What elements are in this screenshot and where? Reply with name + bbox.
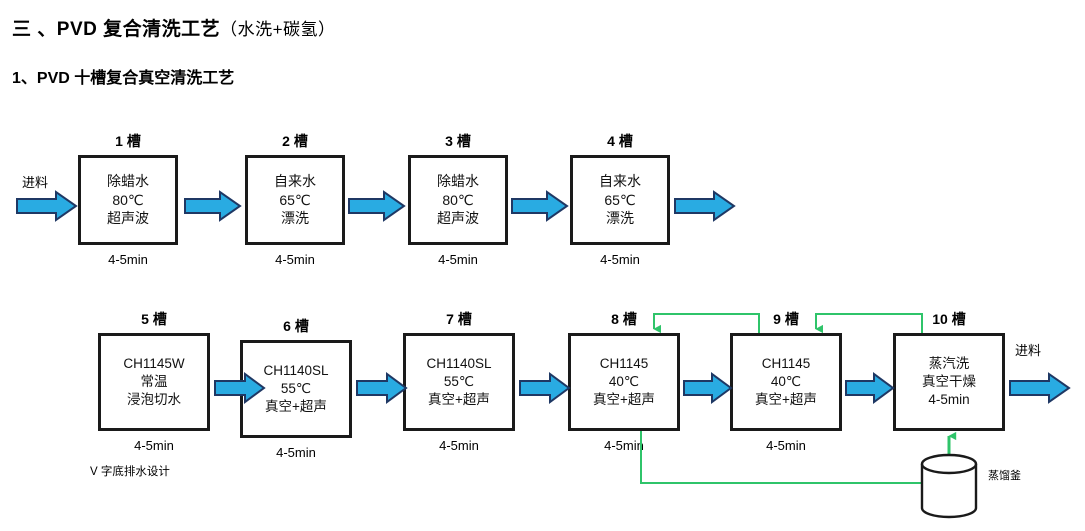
tank-1-duration: 4-5min	[108, 252, 148, 267]
tank-9-line-3: 真空+超声	[755, 392, 817, 408]
section-title: 1、PVD 十槽复合真空清洗工艺	[12, 70, 235, 87]
tank-3-line-3: 超声波	[437, 210, 479, 227]
tank-1-line-3: 超声波	[107, 210, 149, 227]
tank-2-box: 自来水 65℃ 漂洗	[245, 155, 345, 245]
arrow-tank-6-to-tank-7	[356, 372, 408, 404]
tank-1-caption: 1 槽	[115, 133, 141, 149]
tank-6-line-3: 真空+超声	[265, 399, 327, 415]
tank-2-line-3: 漂洗	[281, 210, 309, 227]
page-title-suffix: （水洗+碳氢）	[220, 20, 336, 39]
tank-10-line-3: 4-5min	[928, 392, 970, 408]
tank-1: 1 槽 除蜡水 80℃ 超声波 4-5min	[78, 133, 178, 267]
tank-3-box: 除蜡水 80℃ 超声波	[408, 155, 508, 245]
tank-4-line-1: 自来水	[599, 172, 641, 189]
tank-2-line-2: 65℃	[279, 191, 311, 208]
arrow-tank-1-to-tank-2	[184, 190, 242, 222]
tank-3-line-2: 80℃	[442, 191, 474, 208]
tank-3-caption: 3 槽	[445, 133, 471, 149]
tank-5-line-2: 常温	[140, 373, 168, 389]
tank-5: 5 槽 CH1145W 常温 浸泡切水 4-5min	[98, 311, 210, 453]
tank-1-line-1: 除蜡水	[107, 172, 149, 189]
tank-5-box: CH1145W 常温 浸泡切水	[98, 333, 210, 431]
tank-5-line-3: 浸泡切水	[127, 392, 181, 408]
inlet-label: 进料	[22, 175, 49, 190]
tank-3-duration: 4-5min	[438, 252, 478, 267]
arrow-tank-7-to-tank-8	[519, 372, 571, 404]
tank-2-line-1: 自来水	[274, 172, 316, 189]
tank-4-line-2: 65℃	[604, 191, 636, 208]
distillation-vessel-label: 蒸馏釜	[988, 470, 1021, 482]
tank-10: 10 槽 蒸汽洗 真空干燥 4-5min	[893, 311, 1005, 431]
tank-6-duration: 4-5min	[276, 445, 316, 460]
tank-7-line-2: 55℃	[443, 373, 475, 389]
arrow-tank-10-outlet	[1009, 372, 1071, 404]
tank-9-line-1: CH1145	[761, 355, 811, 371]
tank-8-line-2: 40℃	[608, 373, 640, 389]
tank-6-line-2: 55℃	[280, 380, 312, 396]
tank-7-duration: 4-5min	[439, 438, 479, 453]
tank-1-box: 除蜡水 80℃ 超声波	[78, 155, 178, 245]
tank-2-duration: 4-5min	[275, 252, 315, 267]
tank-10-caption: 10 槽	[932, 311, 966, 327]
tank-8-box: CH1145 40℃ 真空+超声	[568, 333, 680, 431]
tank-4: 4 槽 自来水 65℃ 漂洗 4-5min	[570, 133, 670, 267]
tank-4-duration: 4-5min	[600, 252, 640, 267]
arrow-inlet-to-tank-1	[16, 190, 78, 222]
arrow-tank-9-to-tank-10	[845, 372, 895, 404]
tank-5-caption: 5 槽	[141, 311, 167, 327]
tank-8-caption: 8 槽	[611, 311, 637, 327]
tank-10-box: 蒸汽洗 真空干燥 4-5min	[893, 333, 1005, 431]
tank-3: 3 槽 除蜡水 80℃ 超声波 4-5min	[408, 133, 508, 267]
tank-7-line-3: 真空+超声	[428, 392, 490, 408]
tank-1-line-2: 80℃	[112, 191, 144, 208]
tank-7-caption: 7 槽	[446, 311, 472, 327]
arrow-tank-4-outlet	[674, 190, 736, 222]
tank-9-line-2: 40℃	[770, 373, 802, 389]
tank-4-caption: 4 槽	[607, 133, 633, 149]
tank-2: 2 槽 自来水 65℃ 漂洗 4-5min	[245, 133, 345, 267]
tank-8: 8 槽 CH1145 40℃ 真空+超声 4-5min	[568, 311, 680, 453]
tank-10-line-2: 真空干燥	[922, 373, 976, 389]
tank-6-line-1: CH1140SL	[263, 362, 329, 378]
tank-8-line-1: CH1145	[599, 355, 649, 371]
tank-7-box: CH1140SL 55℃ 真空+超声	[403, 333, 515, 431]
distillation-vessel	[916, 450, 982, 527]
tank-9: 9 槽 CH1145 40℃ 真空+超声 4-5min	[730, 311, 842, 453]
page-title: 三 、PVD 复合清洗工艺（水洗+碳氢）	[12, 14, 336, 41]
arrow-tank-8-to-tank-9	[683, 372, 733, 404]
arrow-tank-2-to-tank-3	[348, 190, 406, 222]
tank-4-line-3: 漂洗	[606, 210, 634, 227]
outlet-label: 进料	[1015, 343, 1042, 358]
tank-7-line-1: CH1140SL	[426, 355, 492, 371]
arrow-tank-3-to-tank-4	[511, 190, 569, 222]
tank-9-caption: 9 槽	[773, 311, 799, 327]
tank-9-duration: 4-5min	[766, 438, 806, 453]
tank-9-box: CH1145 40℃ 真空+超声	[730, 333, 842, 431]
tank-3-line-1: 除蜡水	[437, 172, 479, 189]
tank-6-caption: 6 槽	[283, 318, 309, 334]
tank-8-duration: 4-5min	[604, 438, 644, 453]
tank-8-line-3: 真空+超声	[593, 392, 655, 408]
tank-5-duration: 4-5min	[134, 438, 174, 453]
tank-2-caption: 2 槽	[282, 133, 308, 149]
v-bottom-drain-note: V 字底排水设计	[90, 466, 170, 478]
page-title-text: 三 、PVD 复合清洗工艺	[12, 19, 221, 40]
arrow-tank-5-to-tank-6	[214, 372, 266, 404]
tank-5-line-1: CH1145W	[123, 355, 185, 371]
tank-7: 7 槽 CH1140SL 55℃ 真空+超声 4-5min	[403, 311, 515, 453]
tank-10-line-1: 蒸汽洗	[928, 355, 970, 371]
tank-4-box: 自来水 65℃ 漂洗	[570, 155, 670, 245]
